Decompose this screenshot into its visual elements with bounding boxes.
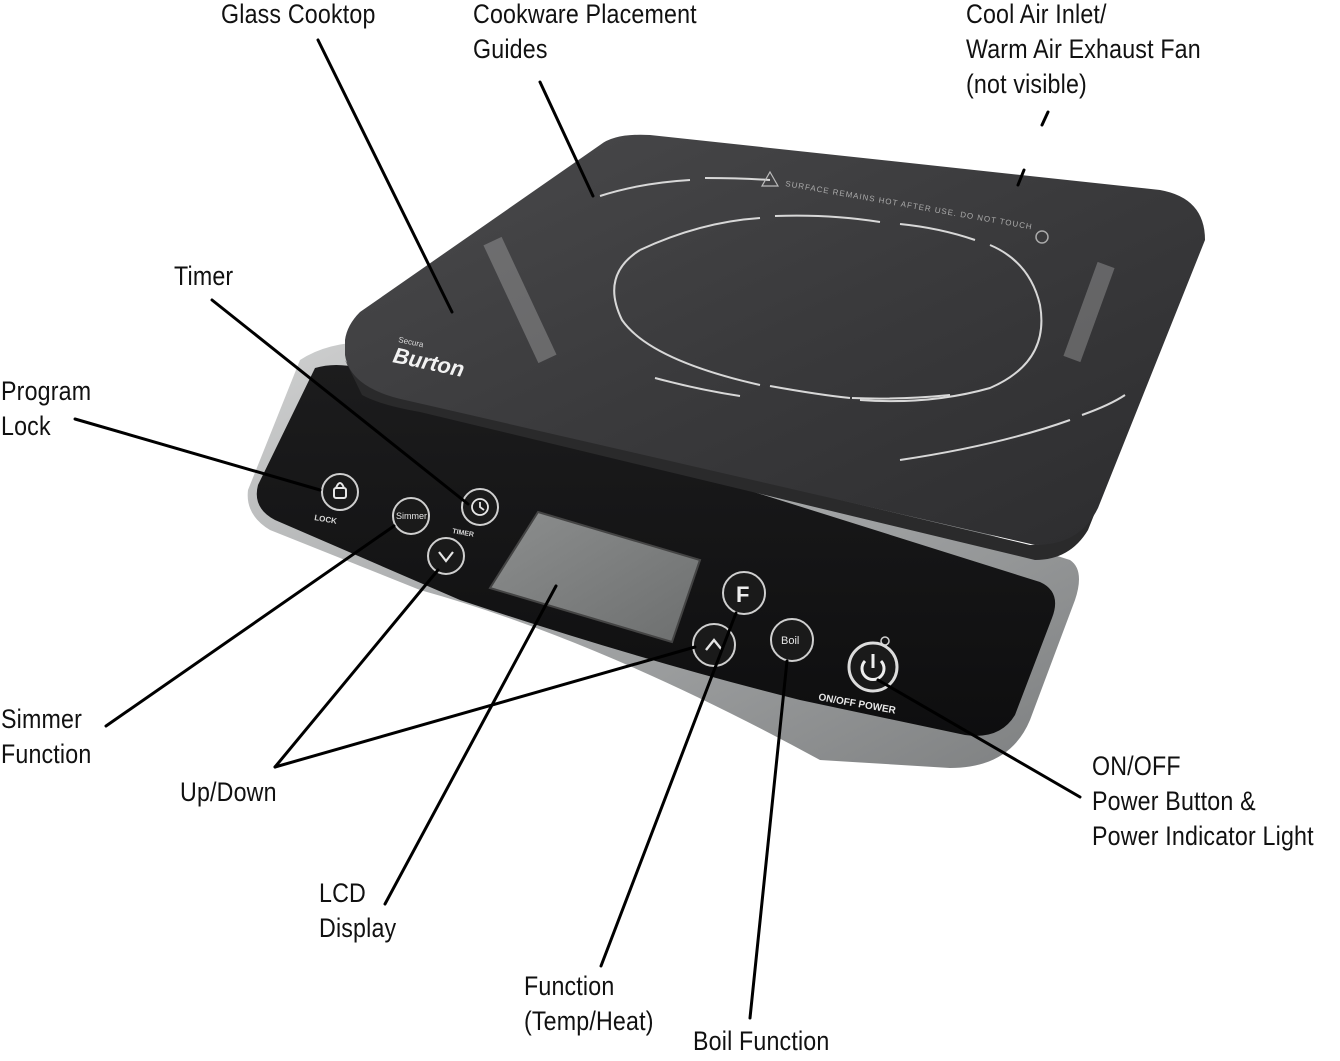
leader-lines — [73, 38, 1082, 1020]
power-icon — [860, 654, 886, 681]
lcd-display — [488, 510, 702, 644]
label-line: Up/Down — [180, 777, 277, 807]
leader-lcd — [383, 584, 558, 906]
warning-triangle-icon — [760, 170, 780, 187]
leader-placement-guides — [538, 80, 595, 198]
leader-up-down-b — [273, 645, 697, 769]
label-line: ON/OFF — [1092, 751, 1181, 781]
label-line: Cool Air Inlet/ — [966, 0, 1107, 29]
lock-icon — [333, 487, 347, 499]
label-line: Program — [1, 376, 92, 406]
leader-function — [599, 611, 738, 968]
label-placement-guides: Cookware Placement Guides — [473, 0, 697, 67]
simmer-caption: Simmer — [396, 511, 427, 521]
label-program-lock: Program Lock — [1, 374, 91, 444]
simmer-button[interactable]: Simmer — [392, 497, 430, 535]
label-line: LCD — [319, 878, 366, 908]
label-line: Function — [1, 739, 92, 769]
label-line: Power Indicator Light — [1092, 821, 1314, 851]
leader-air-inlet-a — [1040, 110, 1050, 127]
lock-caption: LOCK — [314, 513, 338, 526]
label-line: Simmer — [1, 704, 83, 734]
indicator-circle-icon — [1035, 230, 1049, 244]
label-line: Boil Function — [693, 1026, 830, 1056]
label-glass-cooktop: Glass Cooktop — [221, 0, 376, 32]
leader-glass-cooktop — [316, 38, 454, 314]
boil-caption: Boil — [781, 635, 799, 647]
function-button[interactable]: F — [722, 571, 766, 615]
label-boil-function: Boil Function — [693, 1024, 829, 1059]
label-up-down: Up/Down — [180, 775, 277, 810]
clock-icon — [471, 498, 489, 516]
label-line: Timer — [174, 261, 234, 291]
label-line: Lock — [1, 411, 51, 441]
lock-button[interactable] — [321, 473, 359, 511]
leader-simmer — [104, 524, 396, 728]
chevron-down-icon — [438, 551, 454, 563]
label-line: Warm Air Exhaust Fan — [966, 34, 1201, 64]
label-air-inlet: Cool Air Inlet/ Warm Air Exhaust Fan (no… — [966, 0, 1201, 102]
leader-power — [876, 678, 1082, 799]
label-line: Cookware Placement — [473, 0, 697, 29]
guide-dots — [483, 236, 1115, 364]
label-line: Power Button & — [1092, 786, 1256, 816]
down-button[interactable] — [427, 537, 465, 575]
label-line: Display — [319, 913, 397, 943]
label-line: Function — [524, 971, 615, 1001]
label-line: (not visible) — [966, 69, 1087, 99]
label-line: (Temp/Heat) — [524, 1006, 654, 1036]
boil-button[interactable]: Boil — [770, 618, 814, 662]
leader-program-lock — [73, 417, 322, 492]
leader-up-down-a — [273, 568, 440, 769]
label-timer: Timer — [174, 259, 233, 294]
chevron-up-icon — [705, 638, 723, 651]
label-function-temp-heat: Function (Temp/Heat) — [524, 969, 654, 1039]
leader-air-inlet-b — [1016, 168, 1026, 187]
timer-caption: TIMER — [452, 528, 475, 539]
label-on-off-power: ON/OFF Power Button & Power Indicator Li… — [1092, 749, 1314, 854]
power-button[interactable] — [847, 641, 899, 693]
placement-guides — [599, 177, 1126, 461]
leader-timer — [210, 298, 470, 506]
label-lcd-display: LCD Display — [319, 876, 396, 946]
timer-button[interactable] — [461, 488, 499, 526]
label-simmer-function: Simmer Function — [1, 702, 91, 772]
leader-boil — [748, 659, 789, 1020]
label-line: Guides — [473, 34, 548, 64]
function-caption: F — [736, 582, 749, 607]
up-button[interactable] — [692, 623, 736, 667]
label-line: Glass Cooktop — [221, 0, 376, 29]
